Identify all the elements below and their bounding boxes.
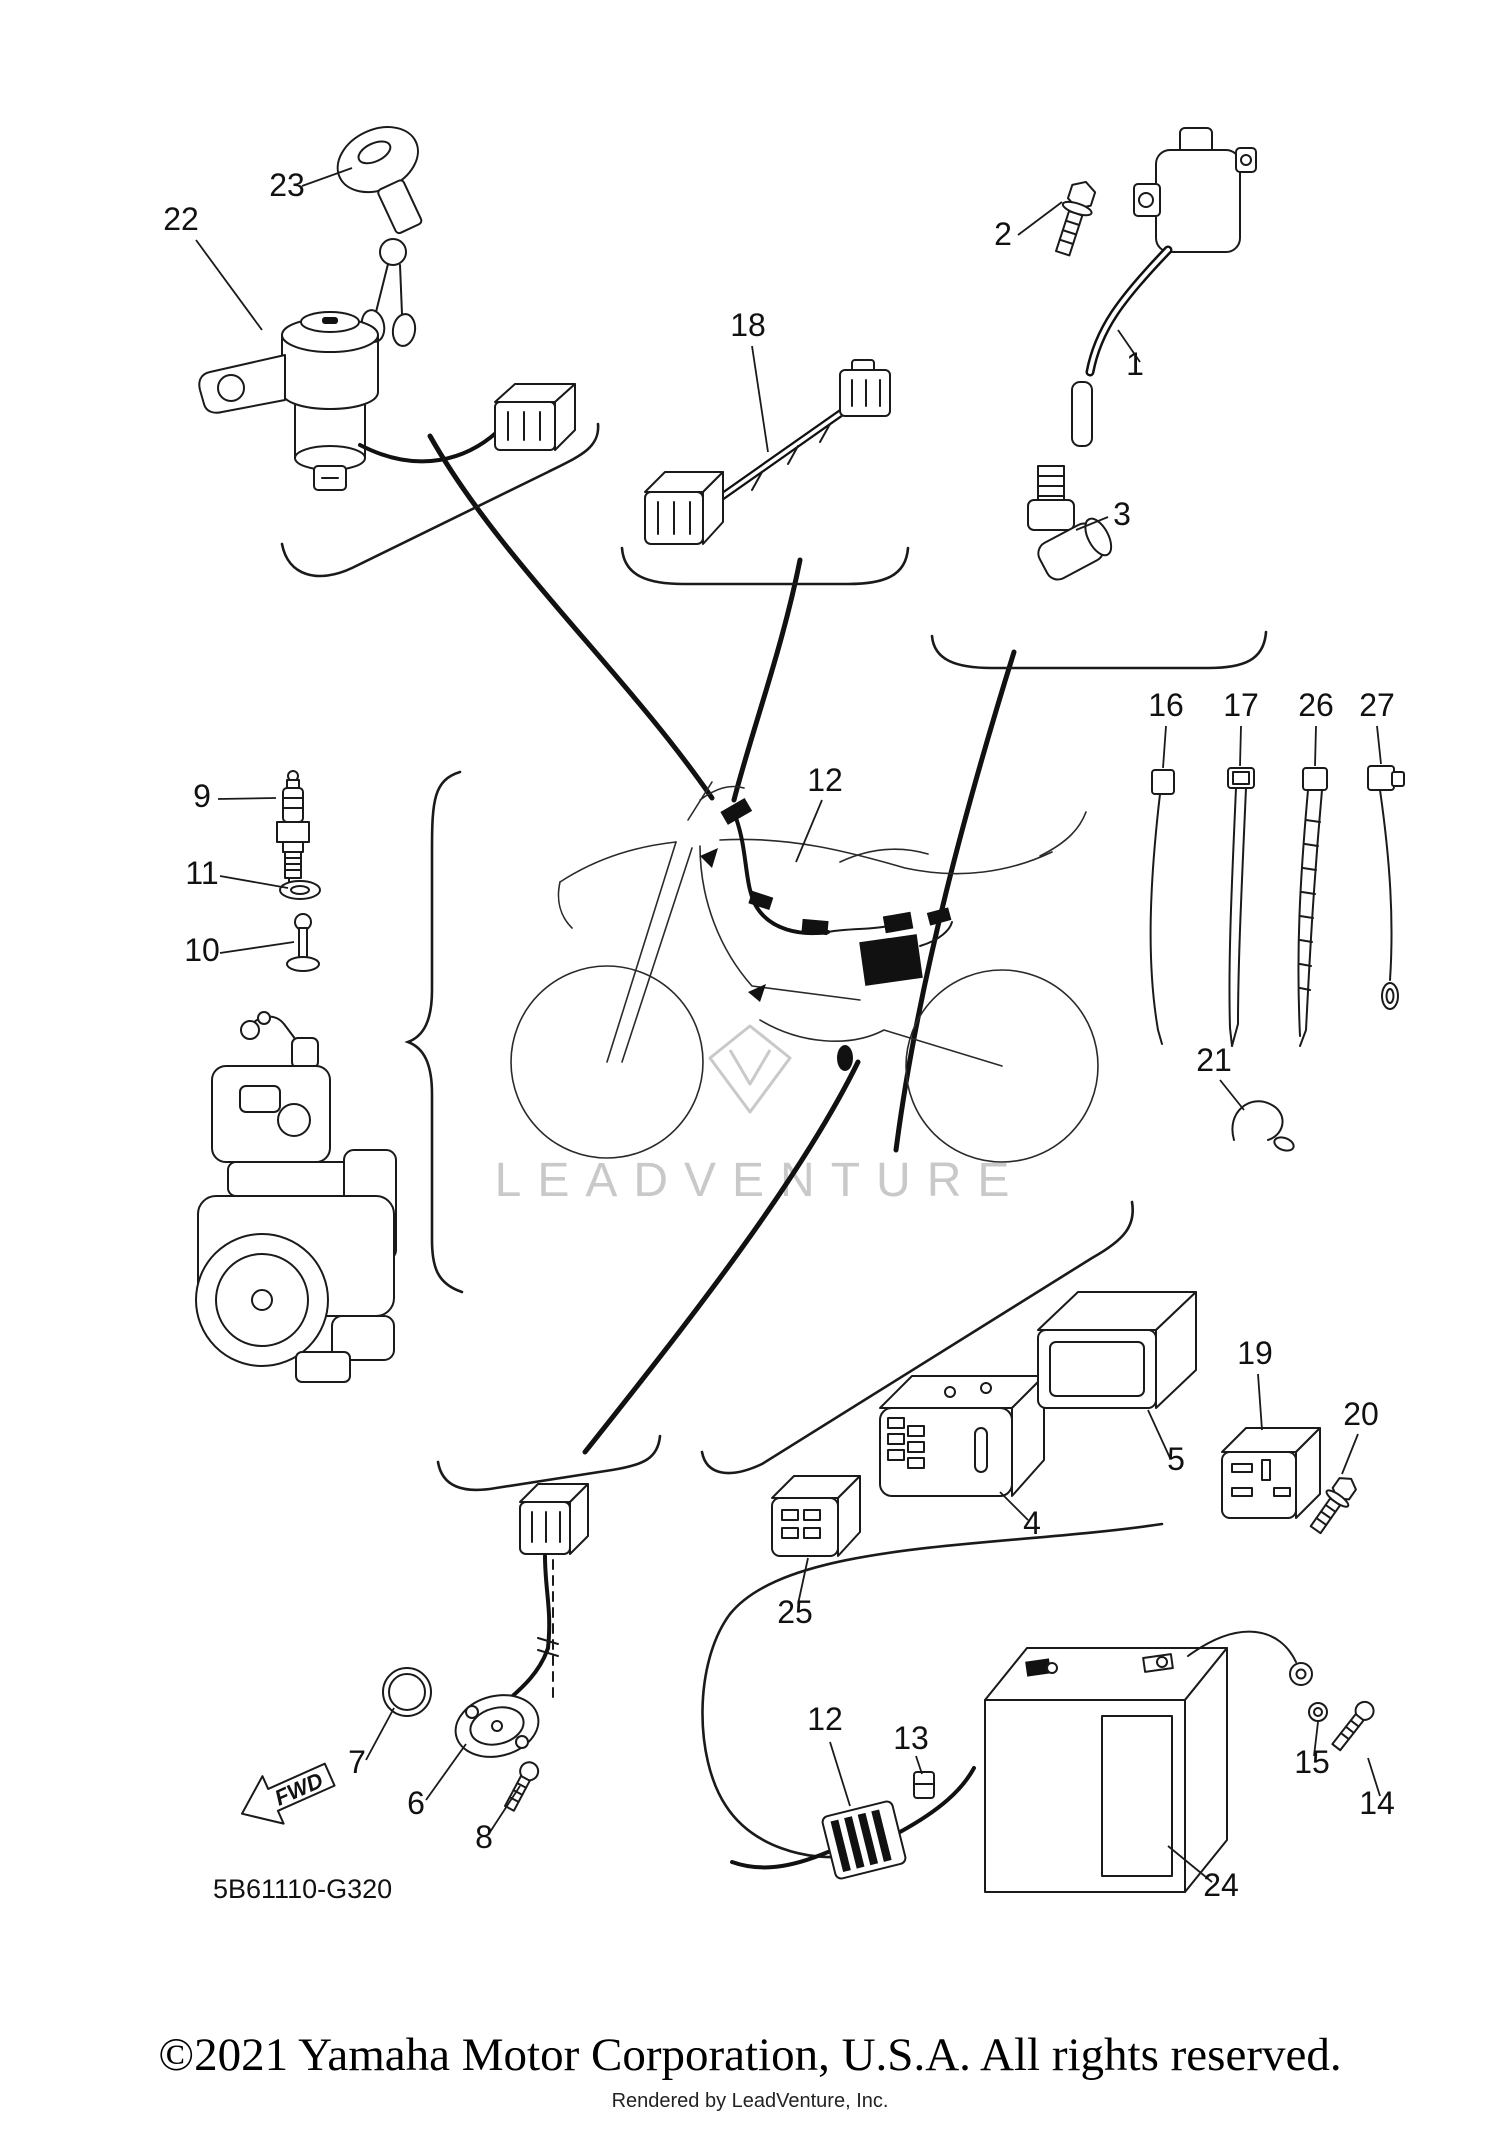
callout-16: 16 bbox=[1148, 687, 1184, 723]
callout-12b: 12 bbox=[807, 1701, 843, 1737]
relay-group bbox=[1221, 1427, 1357, 1535]
terminal-bolt bbox=[1331, 1700, 1375, 1752]
callout-9: 9 bbox=[193, 778, 211, 814]
group-connector-lines bbox=[427, 433, 1017, 1455]
cable-ties bbox=[1149, 765, 1405, 1047]
fwd-arrow: FWD bbox=[240, 1762, 336, 1825]
callout-10: 10 bbox=[184, 932, 220, 968]
watermark-text: LEADVENTURE bbox=[495, 1154, 1026, 1207]
callout-13: 13 bbox=[893, 1720, 929, 1756]
callout-5: 5 bbox=[1167, 1441, 1185, 1477]
callout-27: 27 bbox=[1359, 687, 1395, 723]
watermark-logo bbox=[708, 1024, 792, 1114]
spark-plug-group bbox=[276, 770, 321, 972]
motorcycle-outline bbox=[510, 781, 1099, 1163]
callout-8: 8 bbox=[475, 1819, 493, 1855]
callout-1: 1 bbox=[1126, 346, 1144, 382]
engine-assembly bbox=[195, 1011, 397, 1383]
plug-cap bbox=[1027, 465, 1113, 581]
fwd-arrow-label: FWD bbox=[271, 1767, 327, 1810]
bottom-harness bbox=[730, 1630, 1375, 1880]
callout-24: 24 bbox=[1203, 1867, 1239, 1903]
callout-25: 25 bbox=[777, 1594, 813, 1630]
battery bbox=[984, 1647, 1228, 1893]
callout-11: 11 bbox=[185, 855, 218, 891]
callout-26: 26 bbox=[1298, 687, 1334, 723]
callout-22: 22 bbox=[163, 201, 199, 237]
callout-15: 15 bbox=[1294, 1744, 1330, 1780]
relay-bolt bbox=[1309, 1477, 1357, 1535]
rendered-by-text: Rendered by LeadVenture, Inc. bbox=[611, 2090, 889, 2112]
neutral-switch-group bbox=[382, 1483, 589, 1812]
callout-3: 3 bbox=[1113, 496, 1131, 532]
copyright-text: ©2021 Yamaha Motor Corporation, U.S.A. A… bbox=[158, 2029, 1342, 2081]
callout-17: 17 bbox=[1223, 687, 1259, 723]
ignition-coil-group bbox=[1055, 127, 1257, 447]
callout-7: 7 bbox=[348, 1744, 366, 1780]
harness-routing bbox=[700, 797, 953, 1071]
callout-19: 19 bbox=[1237, 1335, 1273, 1371]
cdi-cover bbox=[1037, 1291, 1197, 1409]
main-switch-assembly bbox=[198, 126, 576, 491]
rectifier bbox=[771, 1475, 861, 1557]
diagram-code: 5B61110-G320 bbox=[213, 1874, 392, 1904]
wire-clip bbox=[1231, 1100, 1295, 1152]
group-brackets bbox=[280, 422, 1268, 1859]
callout-4: 4 bbox=[1023, 1505, 1041, 1541]
coil-bolt bbox=[1055, 180, 1097, 257]
callout-21: 21 bbox=[1196, 1042, 1232, 1078]
leader-lines bbox=[195, 167, 1382, 1883]
cdi-unit bbox=[879, 1375, 1045, 1497]
callout-18: 18 bbox=[730, 307, 766, 343]
callout-23: 23 bbox=[269, 167, 305, 203]
sub-harness bbox=[644, 359, 891, 545]
callout-2: 2 bbox=[994, 216, 1012, 252]
callout-6: 6 bbox=[407, 1785, 425, 1821]
callout-14: 14 bbox=[1359, 1785, 1395, 1821]
callout-20: 20 bbox=[1343, 1396, 1379, 1432]
callout-12a: 12 bbox=[807, 762, 843, 798]
